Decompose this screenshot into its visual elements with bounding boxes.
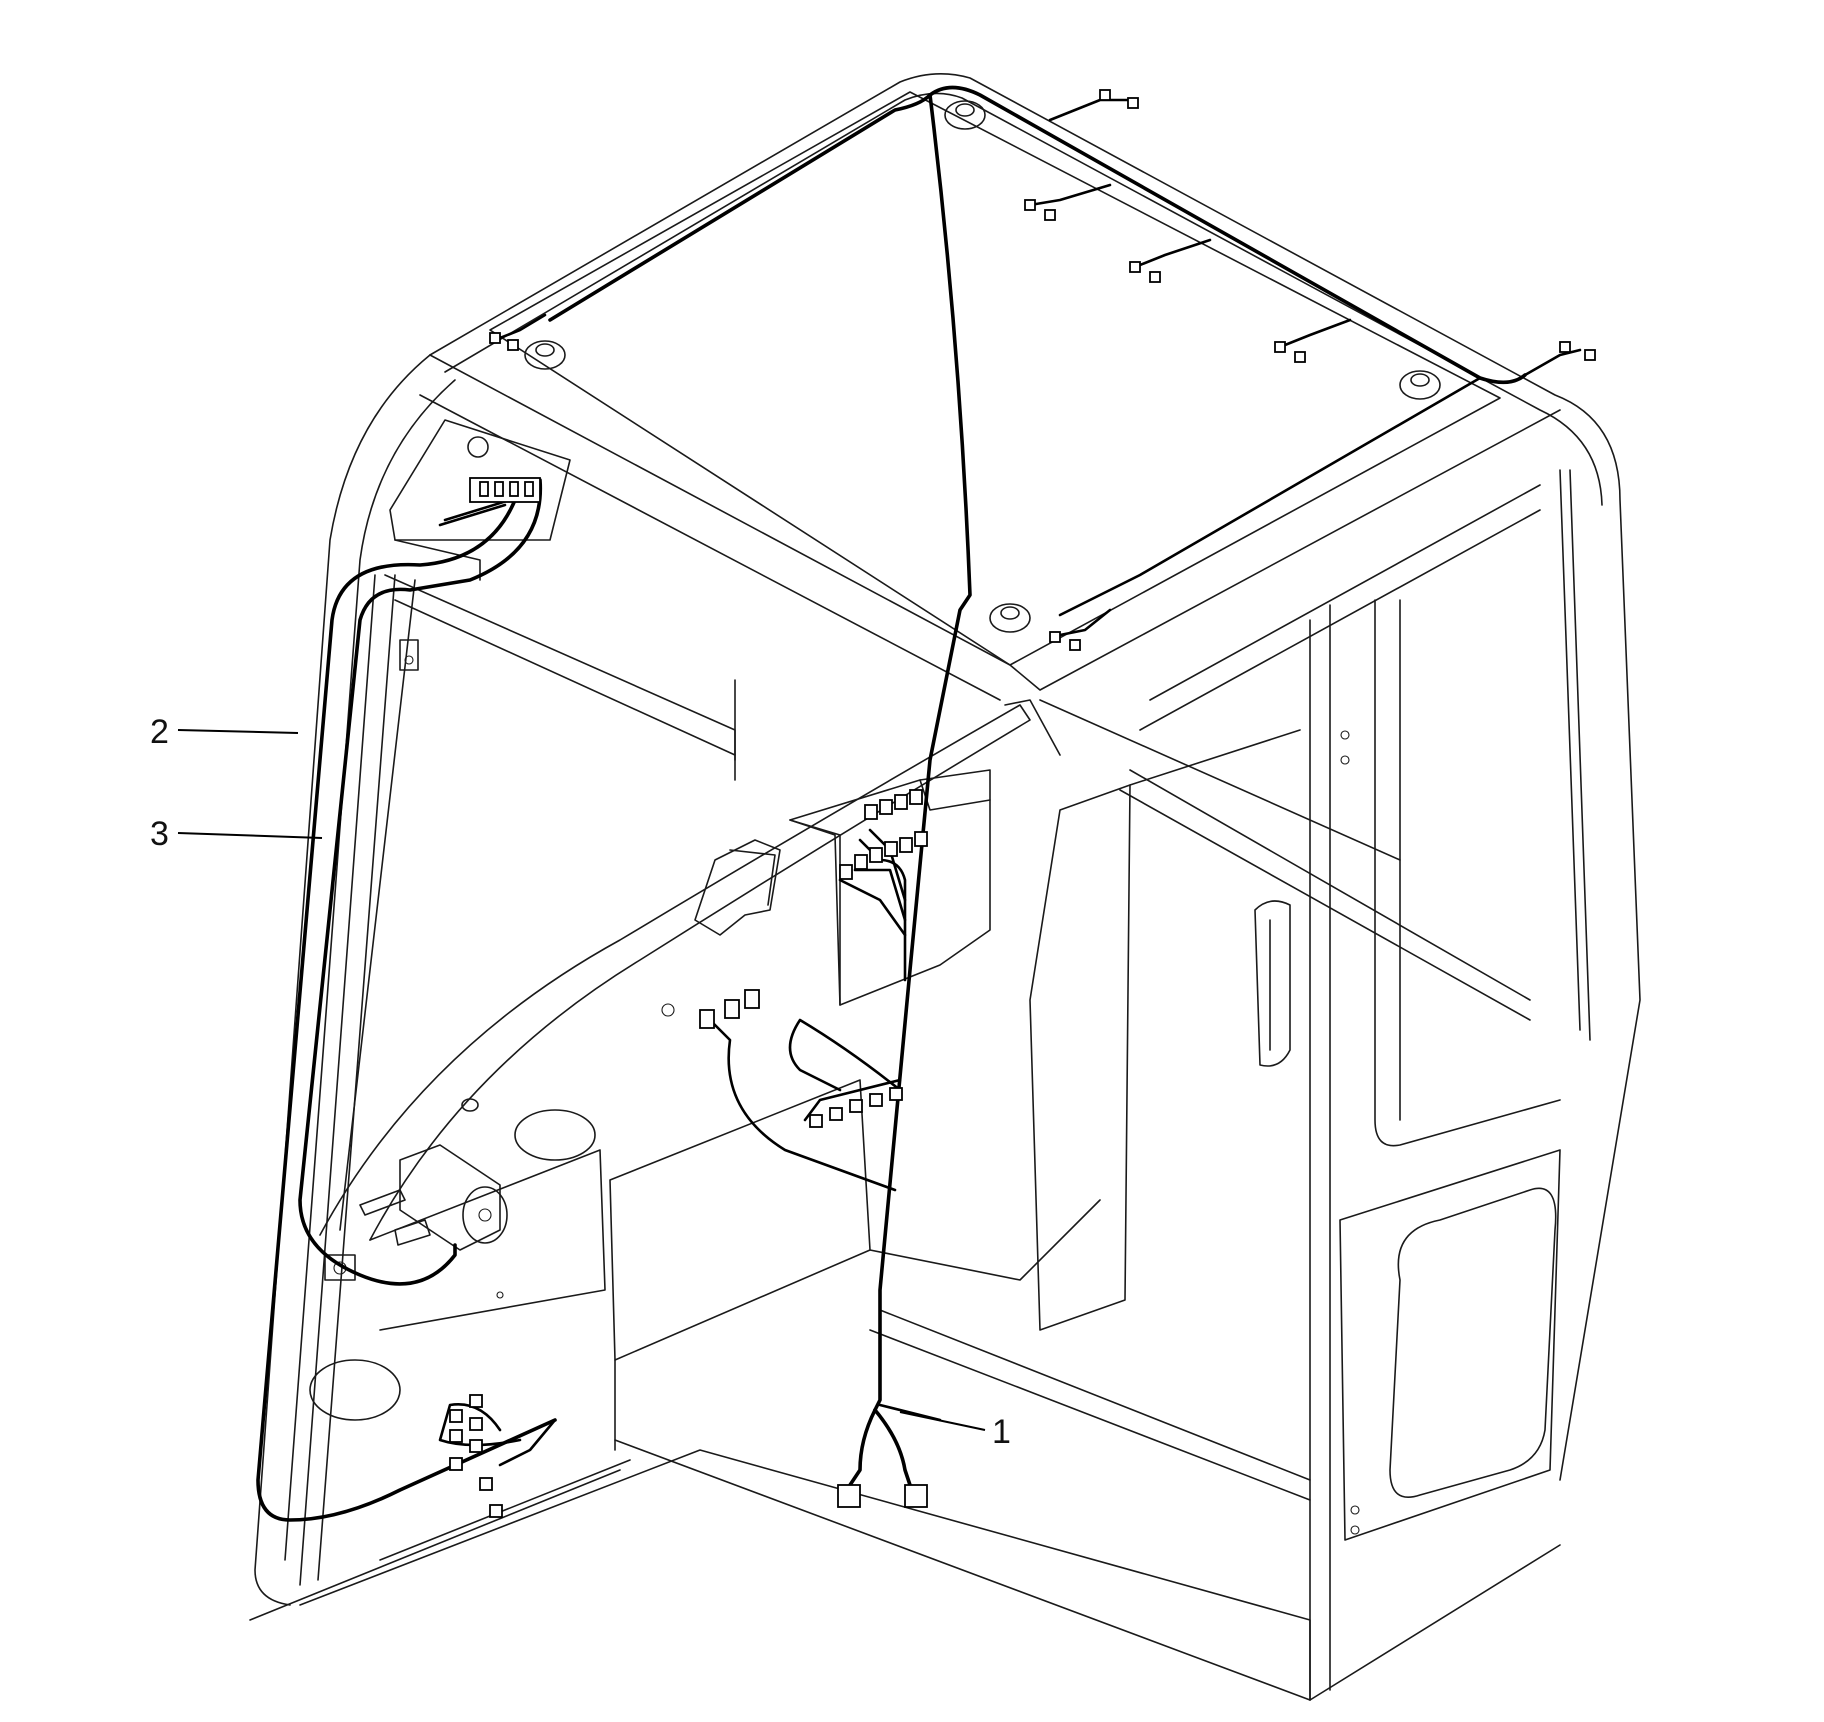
leader-3 (177, 832, 323, 839)
callout-3: 3 (150, 815, 169, 853)
grab-handle (1254, 900, 1291, 1067)
harness-2-3 (256, 478, 557, 1522)
roof-outer-edge (429, 73, 1641, 1481)
end-connector-a (837, 1484, 861, 1508)
harness-1 (548, 85, 1527, 1487)
dash-connectors (438, 789, 928, 1518)
leader-2 (177, 729, 299, 734)
left-pillar-inner (284, 379, 456, 1561)
callouts: 2 3 1 (150, 713, 1011, 1451)
floor-rail (299, 1449, 1311, 1701)
roof-inner-edge (444, 92, 1603, 506)
callout-1: 1 (992, 1413, 1011, 1451)
washer-motor (359, 1144, 508, 1251)
callout-2: 2 (150, 713, 169, 751)
roof-connectors (469, 89, 1596, 651)
cab-frame (249, 73, 1641, 1701)
roof-panel (489, 91, 1501, 666)
left-pillar-outer (254, 354, 431, 1606)
leader-1 (899, 1411, 986, 1431)
front-header (429, 354, 1561, 691)
door-window (1389, 1187, 1557, 1498)
console-curve (319, 704, 1031, 1241)
end-connector-b (904, 1484, 928, 1508)
roof-mounts (524, 100, 1441, 633)
